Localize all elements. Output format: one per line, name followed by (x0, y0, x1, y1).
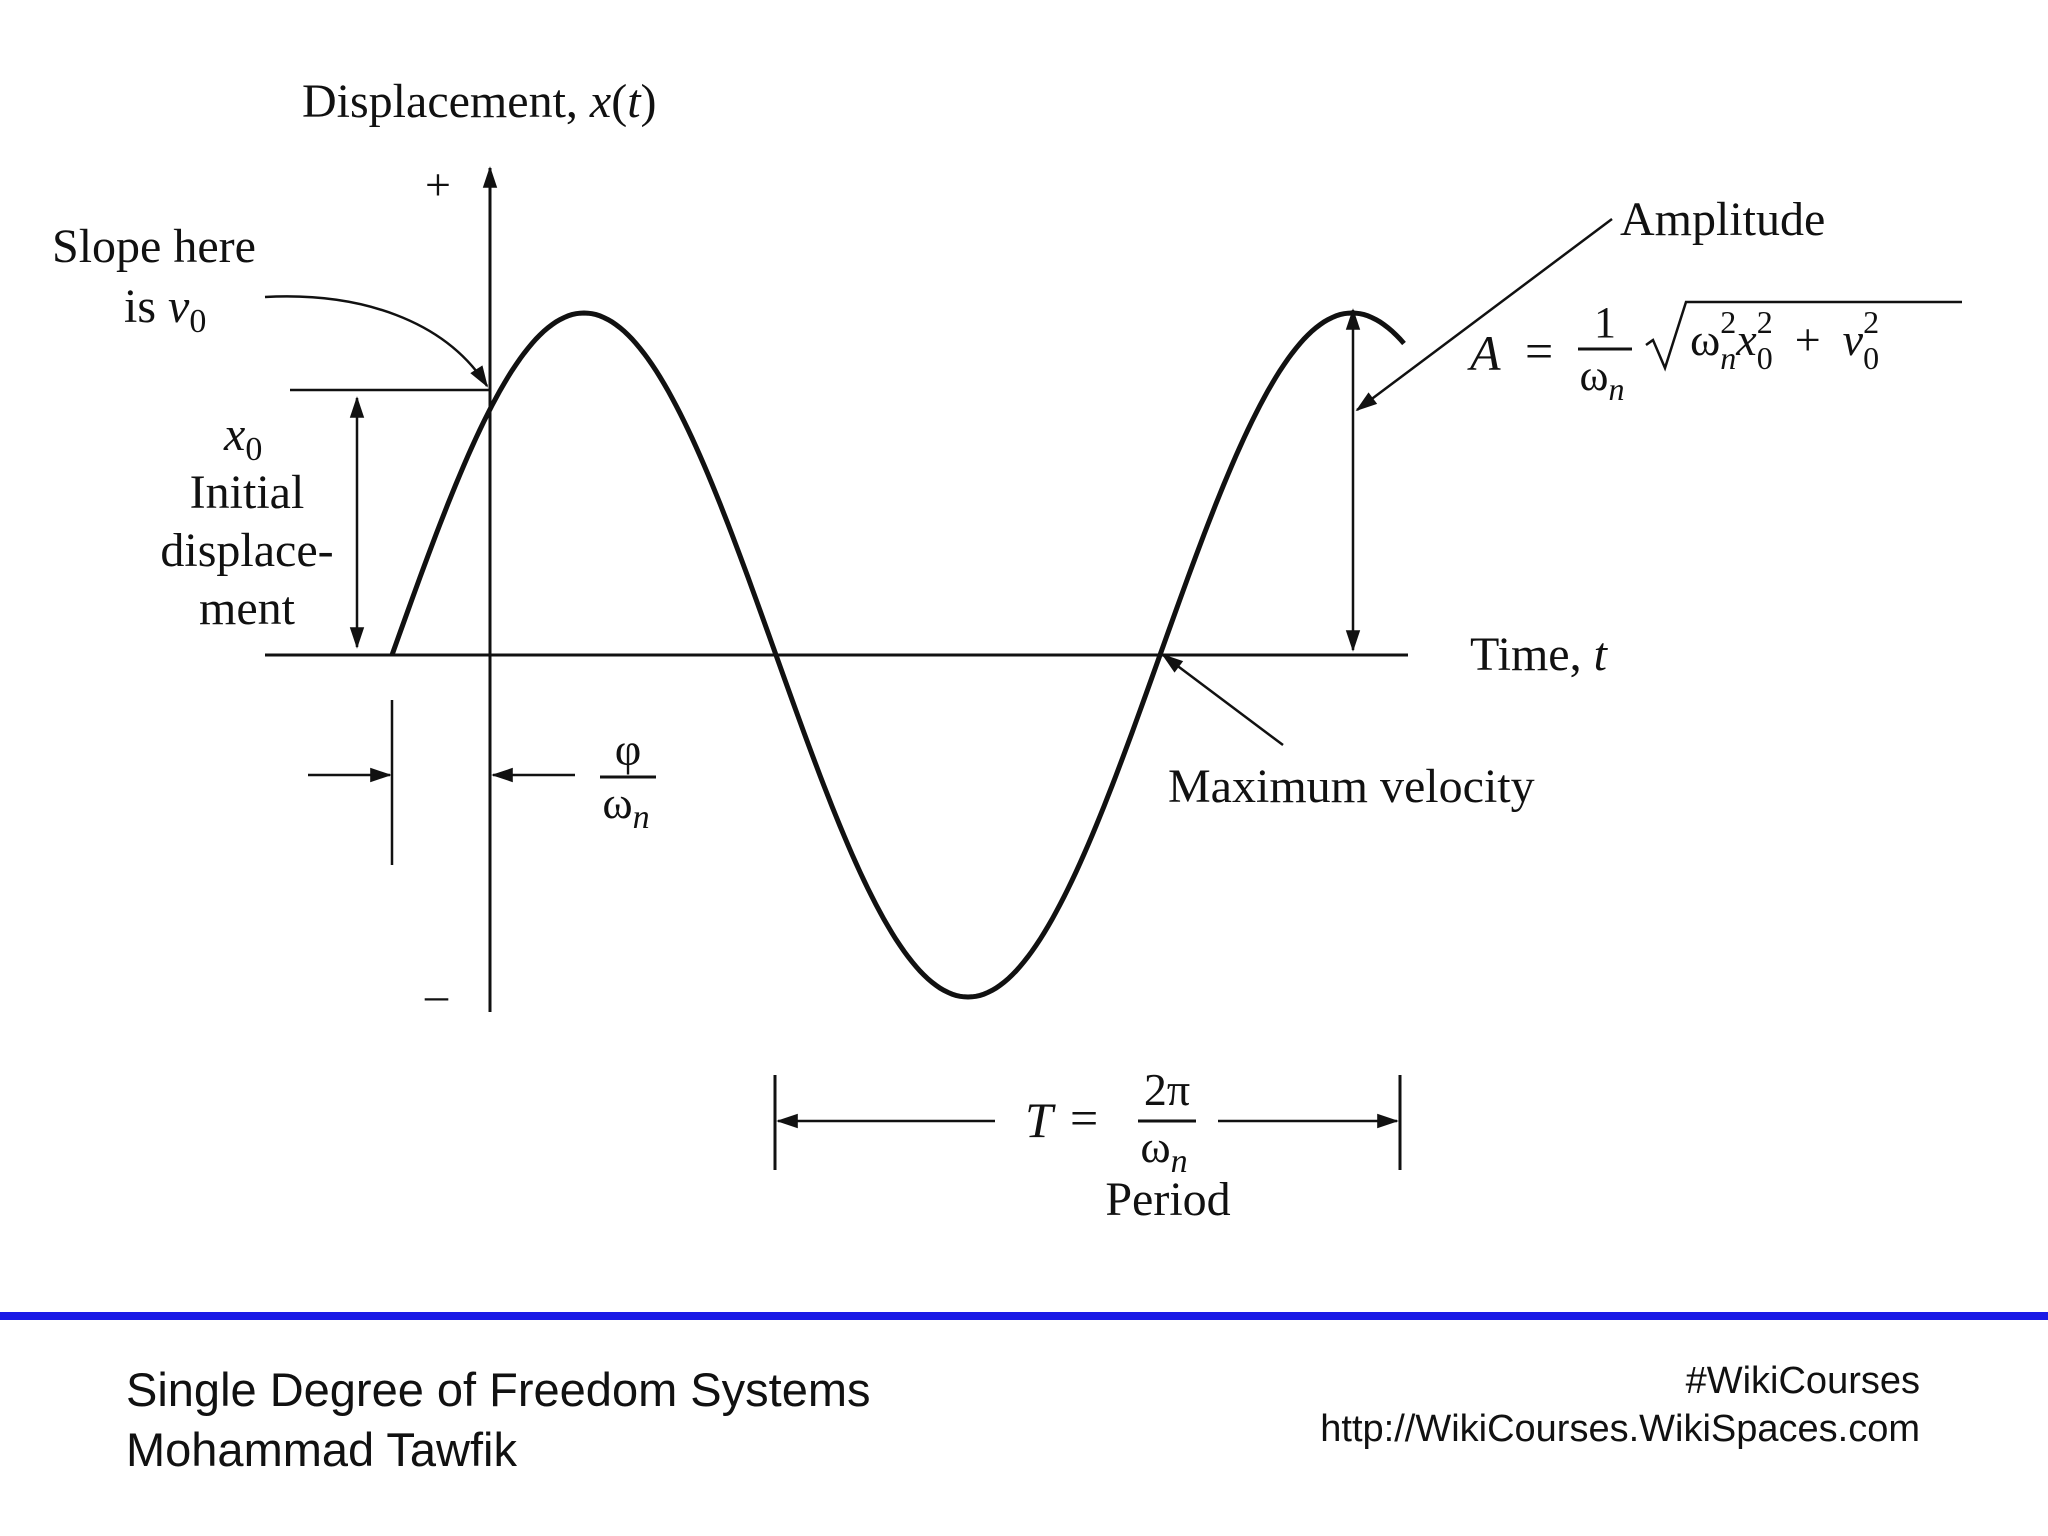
initial-label-line2: displace- (160, 524, 333, 577)
period-label: Period (1105, 1173, 1230, 1226)
x-axis-label: Time, t (1470, 628, 1609, 681)
x0-label: x0 (223, 408, 262, 468)
amplitude-label: Amplitude (1620, 193, 1825, 246)
hashtag-text: #WikiCourses (1685, 1360, 1920, 1402)
max-velocity-label: Maximum velocity (1168, 760, 1535, 813)
phase-numerator: φ (615, 724, 642, 775)
max-velocity-callout-line (1161, 653, 1284, 746)
amp-eq: = (1525, 323, 1553, 379)
phase-denominator: ωn (602, 777, 649, 836)
course-title: Single Degree of Freedom Systems (126, 1363, 871, 1416)
amplitude-callout-line (1355, 217, 1613, 412)
sqrt-sign (1645, 300, 1962, 372)
minus-sign: – (424, 969, 449, 1020)
author-name: Mohammad Tawfik (126, 1423, 517, 1476)
period-den: ωn (1140, 1121, 1187, 1180)
slope-callout-line (264, 295, 489, 388)
y-axis-label: Displacement, x(t) (302, 75, 657, 128)
period-eq: = (1070, 1090, 1098, 1146)
course-url-link[interactable]: http://WikiCourses.WikiSpaces.com (1320, 1408, 1920, 1450)
initial-label-line1: Initial (190, 466, 305, 519)
initial-label-line3: ment (199, 582, 296, 635)
response-curve (389, 310, 1406, 1000)
period-formula: T = 2π ωn (1025, 1064, 1190, 1180)
footer-divider (0, 1312, 2048, 1320)
amp-num: 1 (1594, 298, 1616, 347)
plus-sign: + (425, 159, 451, 210)
amp-den: ωn (1580, 351, 1625, 407)
slope-label-line2: is v0 (124, 280, 206, 340)
period-T: T (1025, 1092, 1056, 1148)
slope-label-line1: Slope here (52, 220, 256, 273)
period-num: 2π (1144, 1064, 1190, 1115)
amp-A: A (1467, 325, 1501, 381)
